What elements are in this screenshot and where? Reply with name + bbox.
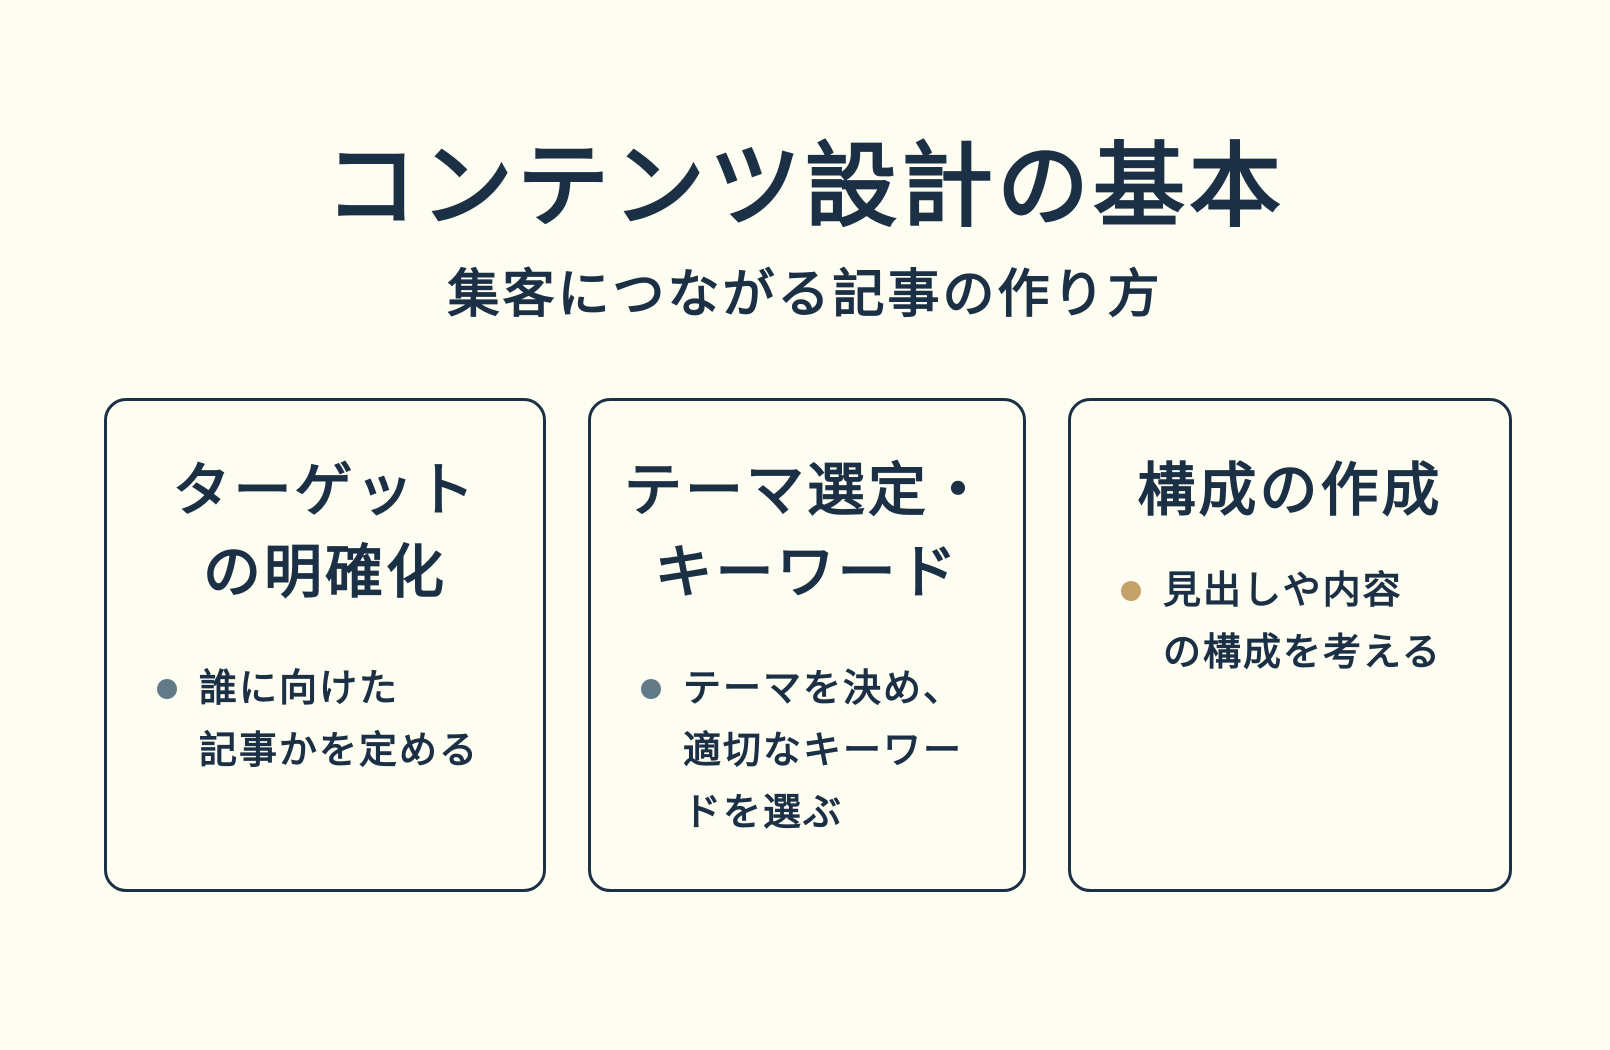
page-subtitle: 集客につながる記事の作り方 (447, 265, 1163, 325)
card-theme-keyword: テーマ選定・ キーワード テーマを決め、 適切なキーワー ドを選ぶ (588, 398, 1026, 892)
bullet-item: 誰に向けた 記事かを定める (107, 657, 543, 781)
card-title: 構成の作成 (1137, 456, 1443, 524)
card-structure: 構成の作成 見出しや内容 の構成を考える (1068, 398, 1512, 892)
bullet-item: テーマを決め、 適切なキーワー ドを選ぶ (591, 657, 1023, 843)
bullet-text: テーマを決め、 適切なキーワー ドを選ぶ (683, 666, 964, 834)
bullet-text: 誰に向けた 記事かを定める (199, 666, 480, 772)
page-title: コンテンツ設計の基本 (324, 133, 1285, 240)
bullet-dot-icon (1121, 581, 1141, 601)
bullet-text: 見出しや内容 の構成を考える (1163, 568, 1442, 674)
card-title: テーマ選定・ キーワード (623, 456, 990, 606)
bullet-dot-icon (157, 679, 177, 699)
card-title: ターゲット の明確化 (172, 456, 478, 606)
bullet-dot-icon (641, 679, 661, 699)
bullet-item: 見出しや内容 の構成を考える (1071, 559, 1509, 683)
card-target: ターゲット の明確化 誰に向けた 記事かを定める (104, 398, 546, 892)
